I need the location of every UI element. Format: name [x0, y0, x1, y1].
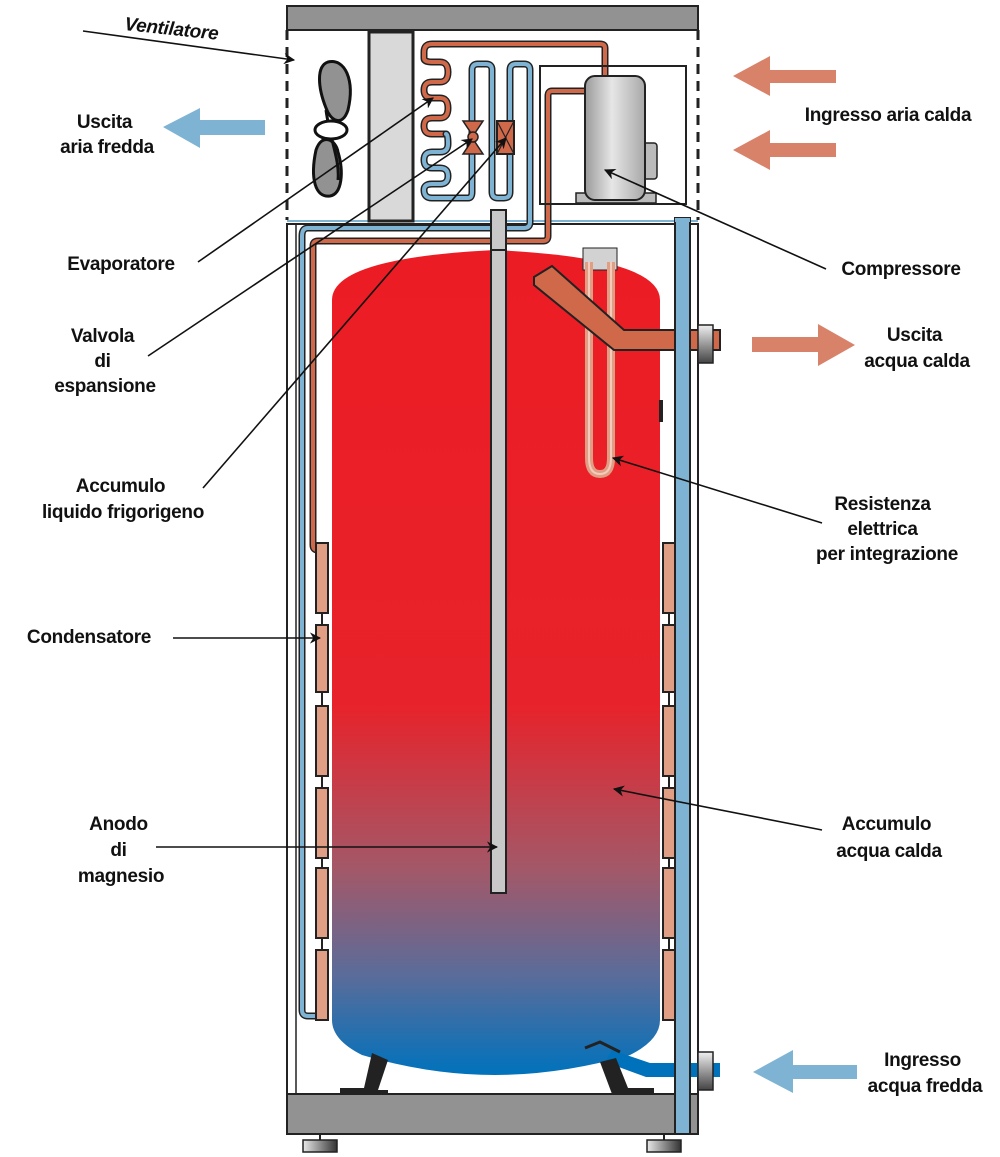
condenser-panel [662, 867, 676, 939]
label-accumulo-acqua-calda: Accumulo acqua calda [836, 814, 942, 862]
condenser-panel [662, 949, 676, 1021]
labels: Ventilatore Uscita aria fredda Ingresso … [27, 14, 983, 1097]
label-compressore: Compressore [841, 259, 960, 280]
label-anodo-magnesio: Anodo di magnesio [78, 814, 164, 887]
condenser-panel [315, 949, 329, 1021]
label-condensatore: Condensatore [27, 627, 151, 648]
tank-sensor [659, 400, 663, 422]
inlet-nut [697, 1051, 714, 1091]
label-uscita-acqua-calda: Uscita acqua calda [864, 325, 970, 372]
leader-accumulo-liquido [202, 137, 507, 489]
label-accumulo-liquido: Accumulo liquido frigorigeno [42, 476, 204, 523]
expansion-valve-icon [461, 120, 485, 155]
riser-top [675, 218, 690, 222]
condenser-panel [315, 705, 329, 777]
leader-valvola [147, 138, 473, 357]
hot-discharge-pipe [309, 87, 584, 554]
leader-ventilatore [82, 30, 296, 65]
leader-accumulo-acqua [612, 785, 823, 831]
label-resistenza: Resistenza elettrica per integrazione [816, 494, 958, 565]
tank-legs [340, 1053, 654, 1094]
foot-right [646, 1139, 682, 1153]
leader-evaporatore [197, 97, 434, 263]
condenser-panels-left [315, 542, 329, 1021]
electric-heating-element [585, 262, 615, 479]
magnesium-anode-rod [490, 249, 507, 894]
base-plinth [286, 1093, 699, 1135]
evaporator-coil [298, 40, 609, 1020]
fan-icon [312, 60, 352, 198]
hot-air-in-arrow-2 [733, 130, 836, 170]
label-uscita-aria-fredda: Uscita aria fredda [60, 112, 155, 158]
condenser-panel [662, 624, 676, 693]
cold-water-riser [674, 217, 691, 1135]
label-ventilatore: Ventilatore [123, 14, 220, 45]
cold-air-out-arrow [163, 108, 265, 148]
label-ingresso-acqua-fredda: Ingresso acqua fredda [868, 1050, 983, 1097]
hot-air-in-arrow-1 [733, 56, 836, 96]
condenser-panel [662, 542, 676, 614]
label-ingresso-aria-calda: Ingresso aria calda [805, 105, 972, 126]
leader-lines [82, 30, 827, 853]
compressor-bay [539, 65, 687, 205]
foot-left [302, 1139, 338, 1153]
label-evaporatore: Evaporatore [67, 254, 175, 275]
leader-resistenza [611, 455, 823, 524]
condenser-panel [315, 624, 329, 693]
cold-water-inlet-pipe [584, 1040, 720, 1077]
label-valvola-espansione: Valvola di espansione [54, 326, 156, 397]
condenser-panels-right [662, 542, 676, 1021]
cold-water-in-arrow [753, 1050, 857, 1093]
condenser-panel [662, 705, 676, 777]
condenser-panel [315, 867, 329, 939]
top-cap [286, 5, 699, 31]
outlet-nut [697, 324, 714, 364]
condenser-panel [315, 542, 329, 614]
leader-compressore [603, 169, 827, 270]
liquid-receiver-icon [496, 120, 515, 155]
hot-water-out-arrow [752, 324, 855, 366]
compressor-icon [575, 75, 658, 204]
